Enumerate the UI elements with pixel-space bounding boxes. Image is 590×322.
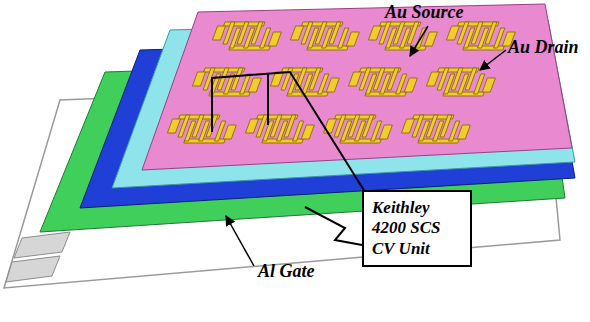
electrode-part — [268, 32, 281, 46]
electrode-part — [322, 28, 333, 48]
electrode-pair — [423, 68, 499, 96]
electrode-part — [244, 28, 255, 48]
part-label: Au Drain — [508, 38, 579, 58]
electrode-pair — [345, 68, 421, 96]
probe-wire — [212, 72, 365, 192]
electrode-part — [323, 119, 336, 133]
part-label: Au Source — [385, 3, 464, 23]
electrode-part — [223, 125, 236, 139]
gate-wire — [305, 207, 362, 245]
electrode-part — [464, 28, 475, 48]
electrode-array — [164, 22, 519, 143]
electrode-part — [212, 26, 225, 40]
probe-wire — [267, 74, 269, 125]
electrode-part — [248, 78, 261, 92]
electrode-part — [424, 32, 437, 46]
electrode-part — [379, 125, 392, 139]
electrode-part — [185, 121, 196, 141]
electrode-pair — [164, 115, 240, 143]
electrode-part — [433, 121, 444, 141]
electrode-part — [419, 121, 430, 141]
electrode-part — [167, 119, 180, 133]
electrode-pair — [443, 22, 519, 50]
leader-arrow — [480, 50, 506, 70]
electrode-part — [482, 78, 495, 92]
leader-arrow — [226, 216, 254, 266]
electrode-pair — [189, 68, 265, 96]
electrode-part — [400, 28, 411, 48]
electrode-part — [230, 28, 241, 48]
electrode-part — [401, 119, 414, 133]
electrode-part — [380, 74, 391, 94]
electrode-part — [348, 72, 361, 86]
electrode-part — [426, 72, 439, 86]
electrode-part — [366, 74, 377, 94]
contact-tab — [6, 256, 60, 282]
electrode-part — [458, 74, 469, 94]
electrode-part — [301, 125, 314, 139]
electrode-part — [386, 28, 397, 48]
electrode-part — [192, 72, 205, 86]
instrument-box: Keithley 4200 SCS CV Unit — [362, 190, 472, 267]
electrode-part — [326, 78, 339, 92]
electrode-part — [302, 74, 313, 94]
electrode-pair — [209, 22, 285, 50]
electrode-part — [404, 78, 417, 92]
box-text: Keithley 4200 SCS CV Unit — [372, 198, 462, 259]
electrode-pair — [365, 22, 441, 50]
electrode-pair — [398, 115, 474, 143]
electrode-part — [478, 28, 489, 48]
electrode-part — [457, 125, 470, 139]
electrode-part — [290, 26, 303, 40]
electrode-pair — [287, 22, 363, 50]
electrode-part — [355, 121, 366, 141]
electrode-part — [346, 32, 359, 46]
electrode-part — [446, 26, 459, 40]
contact-tab — [14, 232, 70, 258]
electrode-part — [444, 74, 455, 94]
leader-arrow — [410, 26, 428, 56]
part-label: Al Gate — [258, 262, 315, 282]
electrode-part — [308, 28, 319, 48]
semiconductor-layer — [142, 4, 572, 170]
electrode-part — [199, 121, 210, 141]
electrode-part — [245, 119, 258, 133]
electrode-pair — [242, 115, 318, 143]
electrode-part — [277, 121, 288, 141]
electrode-part — [368, 26, 381, 40]
electrode-part — [341, 121, 352, 141]
